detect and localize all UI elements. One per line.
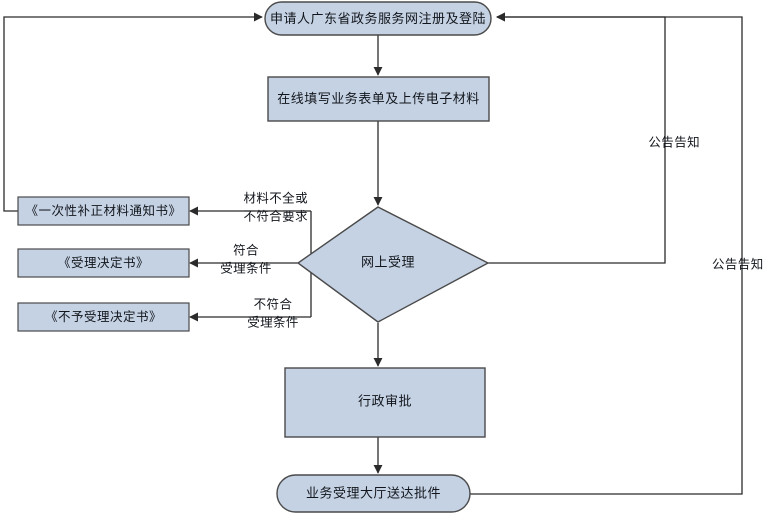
node-reject-decision-label: 《不予受理决定书》	[45, 309, 162, 324]
node-accept-decision-shape	[17, 248, 190, 278]
node-fill-form-label: 在线填写业务表单及上传电子材料	[277, 91, 480, 107]
edge-supplement-notice-back-to-register	[3, 12, 263, 212]
node-supplement-notice-label: 《一次性补正材料通知书》	[25, 203, 181, 218]
node-reject-decision-shape	[17, 302, 190, 332]
edge-label-unqualified-line1: 不符合	[254, 297, 293, 312]
edge-label-incomplete-line1: 材料不全或	[243, 191, 308, 206]
node-supplement-notice-shape	[17, 196, 190, 226]
edge-label-incomplete-line2: 不符合要求	[243, 209, 308, 224]
node-register[interactable]: 申请人广东省政务服务网注册及登陆	[264, 1, 492, 36]
edge-label-announce-inner: 公告告知	[648, 135, 700, 150]
node-accept-decision[interactable]: 《受理决定书》	[17, 248, 190, 278]
edge-announce-outer-to-register	[470, 12, 743, 495]
edge-label-qualified-line2: 受理条件	[220, 261, 272, 276]
edge-label-unqualified-line2: 受理条件	[247, 315, 299, 330]
node-approval[interactable]: 行政审批	[284, 367, 486, 438]
node-online-accept[interactable]: 网上受理	[296, 206, 490, 323]
node-delivery-label: 业务受理大厅送达批件	[306, 486, 441, 502]
node-fill-form[interactable]: 在线填写业务表单及上传电子材料	[267, 76, 490, 122]
node-accept-decision-label: 《受理决定书》	[58, 255, 149, 270]
node-delivery-shape	[276, 474, 471, 513]
node-approval-label: 行政审批	[358, 395, 412, 410]
node-online-accept-shape	[296, 206, 490, 323]
edge-label-qualified-line1: 符合	[233, 243, 259, 258]
node-delivery[interactable]: 业务受理大厅送达批件	[276, 474, 471, 513]
node-approval-shape	[284, 367, 486, 438]
node-register-shape	[264, 1, 492, 36]
node-supplement-notice[interactable]: 《一次性补正材料通知书》	[17, 196, 190, 226]
edge-announce-inner-to-register	[488, 12, 666, 264]
node-online-accept-label: 网上受理	[361, 256, 415, 271]
node-reject-decision[interactable]: 《不予受理决定书》	[17, 302, 190, 332]
node-fill-form-shape	[267, 76, 490, 122]
edge-label-announce-outer: 公告告知	[712, 257, 764, 272]
node-register-label: 申请人广东省政务服务网注册及登陆	[270, 11, 486, 27]
